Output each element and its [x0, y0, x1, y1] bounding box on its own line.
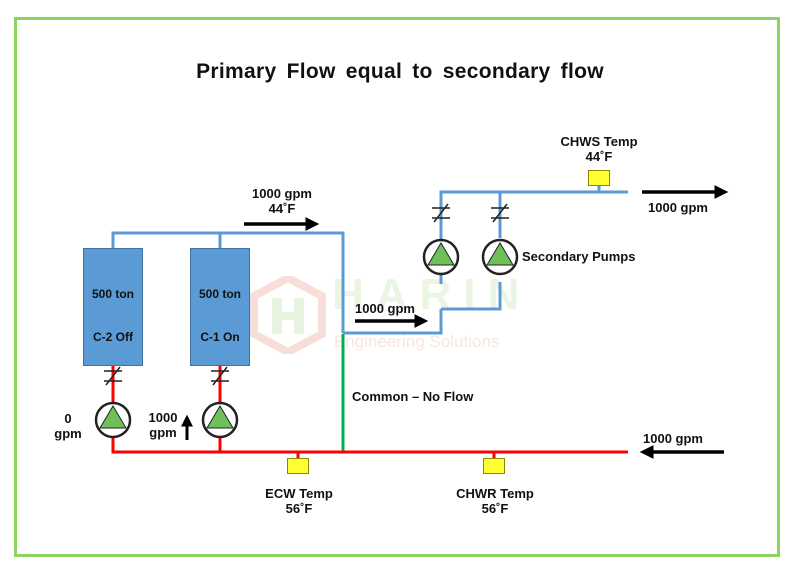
out-flow-label: 1000 gpm [648, 200, 708, 215]
watermark-tagline: Engineering Solutions [334, 332, 500, 351]
chwr-temp-name: CHWR Temp [456, 486, 534, 501]
chiller-name: C-1 On [200, 330, 240, 344]
check-valve [491, 203, 509, 223]
chws-temp-label: CHWS Temp 44˚F [548, 134, 650, 164]
chiller-c1: 500 ton C-1 On [190, 248, 250, 366]
diagram-title: Primary Flow equal to secondary flow [196, 60, 604, 83]
return-piping [111, 354, 628, 458]
c1-pump-flow-label: 1000 gpm [148, 410, 178, 440]
pump-c1-icon [201, 401, 239, 439]
watermark-logo-icon [250, 276, 326, 354]
chiller-c2: 500 ton C-2 Off [83, 248, 143, 366]
pump-c2-icon [94, 401, 132, 439]
ecw-temp-label: ECW Temp 56˚F [248, 486, 350, 516]
watermark: HARIN Engineering Solutions [250, 270, 560, 360]
c2-pump-flow-label: 0 gpm [54, 411, 82, 441]
check-valve [432, 203, 450, 223]
ecw-temp-value: 56˚F [285, 501, 313, 516]
secondary-flow-label: 1000 gpm [355, 301, 415, 316]
chiller-capacity: 500 ton [198, 287, 241, 301]
chws-temp-name: CHWS Temp [560, 134, 638, 149]
secondary-pump-2-icon [481, 238, 519, 276]
ecw-temp-name: ECW Temp [265, 486, 333, 501]
secondary-pump-1-icon [422, 238, 460, 276]
check-valve [211, 366, 229, 386]
chiller-name: C-2 Off [93, 330, 133, 344]
chiller-capacity: 500 ton [91, 287, 134, 301]
diagram-border [14, 17, 780, 557]
chws-temp-sensor [588, 170, 610, 186]
chwr-temp-value: 56˚F [481, 501, 509, 516]
ecw-temp-sensor [287, 458, 309, 474]
supply-flow-label: 1000 gpm 44˚F [252, 186, 312, 216]
chwr-temp-label: CHWR Temp 56˚F [444, 486, 546, 516]
watermark-name: HARIN [332, 270, 532, 319]
chwr-temp-sensor [483, 458, 505, 474]
check-valve [104, 366, 122, 386]
return-flow-label: 1000 gpm [643, 431, 703, 446]
secondary-pumps-label: Secondary Pumps [522, 249, 636, 264]
common-label: Common – No Flow [352, 389, 474, 404]
chws-temp-value: 44˚F [585, 149, 613, 164]
